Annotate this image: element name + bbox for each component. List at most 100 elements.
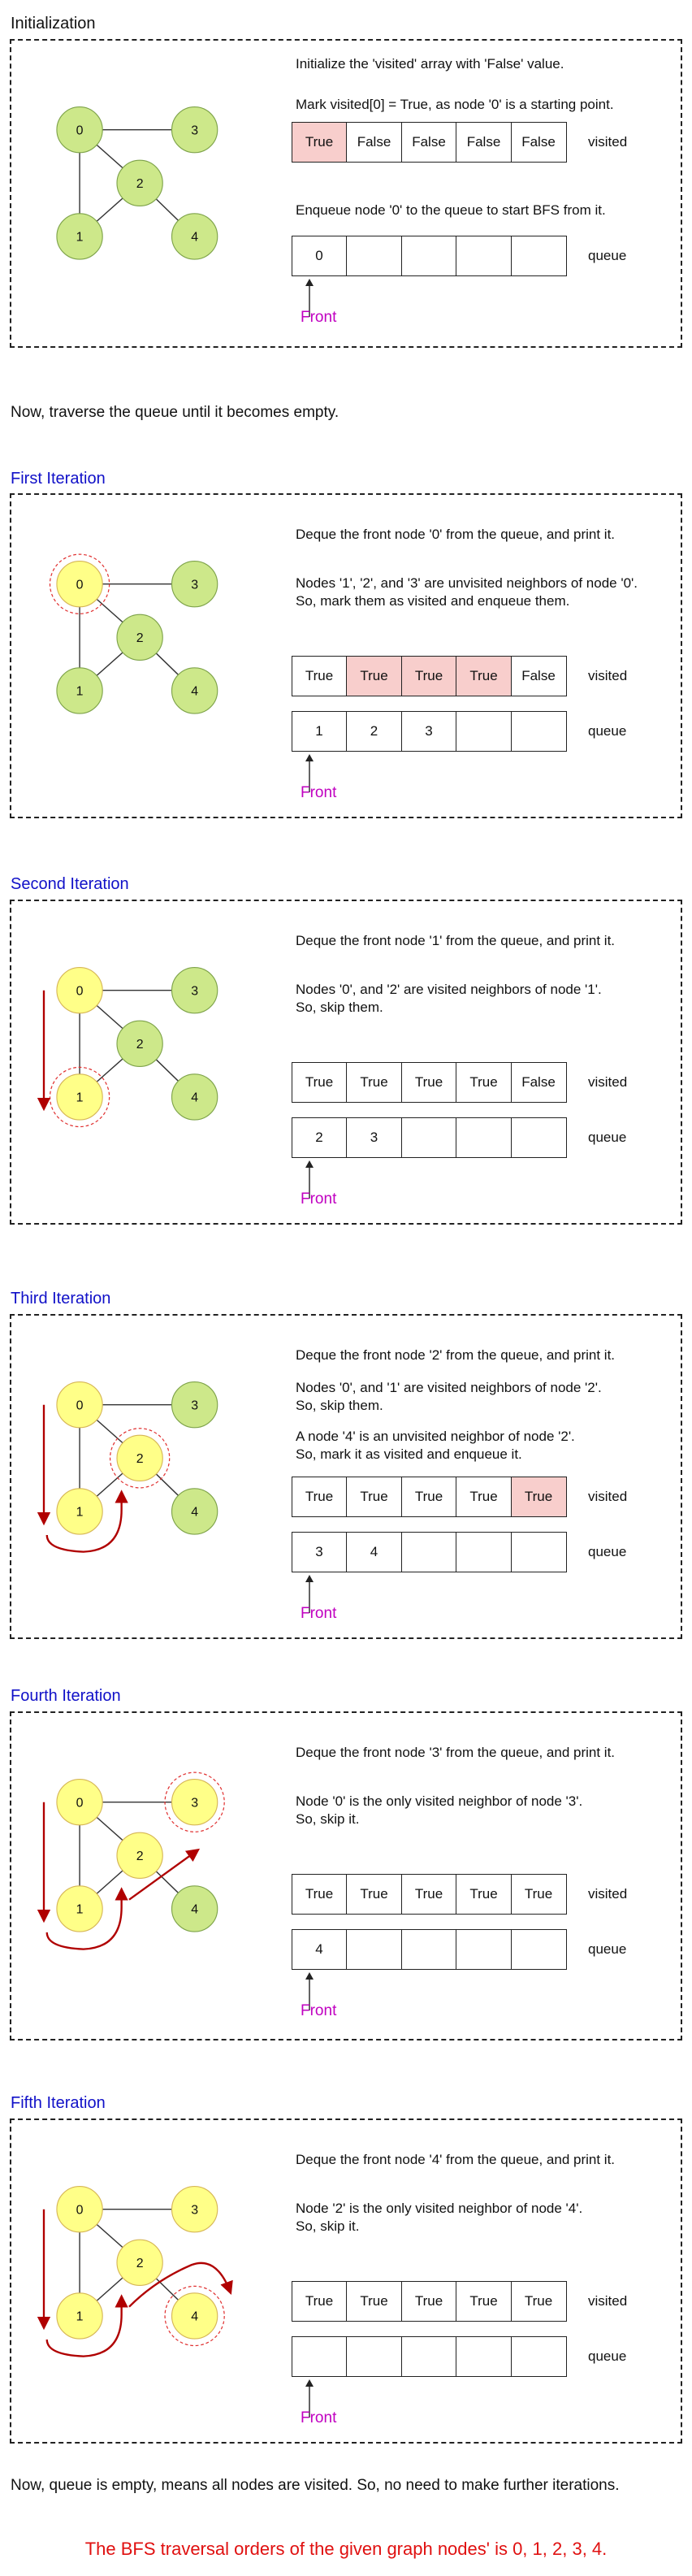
visited-cell-2: True [400, 1062, 457, 1103]
graph-node-label-2: 2 [136, 631, 144, 645]
current-node-ring [164, 1772, 225, 1832]
visited-label: visited [588, 1886, 628, 1902]
graph-node-3 [171, 561, 218, 608]
description-line: Deque the front node '1' from the queue,… [296, 933, 616, 948]
front-pointer-arrow [305, 279, 314, 317]
heading-fifth-iteration: Fifth Iteration [11, 2094, 106, 2112]
graph-node-label-1: 1 [76, 1091, 84, 1105]
traversal-arrow-to3 [128, 1848, 201, 1901]
queue-cell-4 [510, 1532, 567, 1572]
visited-cell-2: True [400, 1477, 457, 1517]
graph-node-label-4: 4 [191, 231, 198, 245]
graph-node-2 [116, 1020, 163, 1067]
visited-cell-2: True [400, 656, 457, 696]
visited-cell-1: False [346, 122, 402, 163]
queue-cell-2 [400, 2336, 457, 2377]
queue-cell-4 [510, 711, 567, 752]
graph-node-label-4: 4 [191, 685, 198, 699]
description-line: Enqueue node '0' to the queue to start B… [296, 202, 606, 218]
graph-node-label-1: 1 [76, 1903, 84, 1917]
queue-cell-3 [456, 711, 512, 752]
front-label: Front [301, 784, 337, 801]
front-label: Front [301, 309, 337, 326]
graph-node-label-4: 4 [191, 1506, 198, 1520]
description-line: Deque the front node '2' from the queue,… [296, 1347, 616, 1363]
heading-fourth-iteration: Fourth Iteration [11, 1687, 121, 1705]
visited-cell-1: True [346, 1062, 402, 1103]
graph-node-1 [56, 1073, 103, 1121]
queue-cell-0: 3 [291, 1532, 348, 1572]
queue-label: queue [588, 1544, 627, 1559]
visited-label: visited [588, 134, 628, 150]
graph-node-4 [171, 213, 218, 260]
front-label: Front [301, 1190, 337, 1208]
visited-cell-1: True [346, 1477, 402, 1517]
visited-label: visited [588, 1074, 628, 1090]
graph-node-4 [171, 1488, 218, 1535]
visited-cell-4: False [510, 1062, 567, 1103]
graph-node-label-3: 3 [191, 1399, 198, 1412]
graph-node-label-1: 1 [76, 2310, 84, 2324]
graph-node-label-4: 4 [191, 1903, 198, 1917]
visited-cell-4: False [510, 656, 567, 696]
visited-cell-0: True [291, 1062, 348, 1103]
graph-node-2 [116, 1434, 163, 1481]
queue-cell-4 [510, 1929, 567, 1970]
queue-cell-3 [456, 1532, 512, 1572]
description-line: Deque the front node '0' from the queue,… [296, 527, 616, 542]
graph-node-1 [56, 213, 103, 260]
description-line: So, skip it. [296, 1811, 360, 1827]
front-label: Front [301, 2002, 337, 2019]
queue-cell-1: 3 [346, 1117, 402, 1158]
description-line: Initialize the 'visited' array with 'Fal… [296, 56, 564, 72]
graph-node-0 [56, 1381, 103, 1429]
graph-node-label-4: 4 [191, 1091, 198, 1105]
visited-label: visited [588, 1489, 628, 1504]
visited-cell-4: True [510, 2281, 567, 2322]
traversal-arrow-curve12 [45, 2294, 128, 2357]
visited-label: visited [588, 668, 628, 683]
queue-cell-1: 2 [346, 711, 402, 752]
graph-node-4 [171, 1885, 218, 1932]
description-line: So, skip them. [296, 1000, 383, 1015]
graph-node-3 [171, 1381, 218, 1429]
outro-text: Now, queue is empty, means all nodes are… [11, 2477, 620, 2494]
graph-node-label-2: 2 [136, 1038, 144, 1052]
graph-node-label-2: 2 [136, 1850, 144, 1863]
queue-cell-0: 2 [291, 1117, 348, 1158]
queue-array [291, 2336, 567, 2377]
intro-text: Now, traverse the queue until it becomes… [11, 404, 340, 421]
visited-cell-0: True [291, 656, 348, 696]
graph-node-1 [56, 1488, 103, 1535]
description-line: A node '4' is an unvisited neighbor of n… [296, 1429, 575, 1444]
graph-node-3 [171, 1779, 218, 1826]
visited-cell-1: True [346, 2281, 402, 2322]
graph-node-4 [171, 1073, 218, 1121]
queue-cell-0: 4 [291, 1929, 348, 1970]
graph-node-label-0: 0 [76, 984, 84, 998]
front-label: Front [301, 1605, 337, 1622]
graph-node-2 [116, 2239, 163, 2286]
queue-label: queue [588, 2348, 627, 2364]
queue-cell-1 [346, 2336, 402, 2377]
graph-node-label-3: 3 [191, 578, 198, 592]
description-line: So, mark them as visited and enqueue the… [296, 593, 570, 609]
description-line: Nodes '0', and '2' are visited neighbors… [296, 982, 602, 997]
graph-node-label-2: 2 [136, 177, 144, 191]
description-line: So, skip it. [296, 2218, 360, 2234]
queue-cell-2 [400, 1117, 457, 1158]
visited-cell-2: False [400, 122, 457, 163]
visited-cell-0: True [291, 122, 348, 163]
visited-cell-0: True [291, 1874, 348, 1915]
queue-label: queue [588, 248, 627, 263]
visited-cell-3: True [456, 1477, 512, 1517]
heading-first-iteration: First Iteration [11, 470, 106, 488]
description-line: Deque the front node '3' from the queue,… [296, 1745, 616, 1760]
